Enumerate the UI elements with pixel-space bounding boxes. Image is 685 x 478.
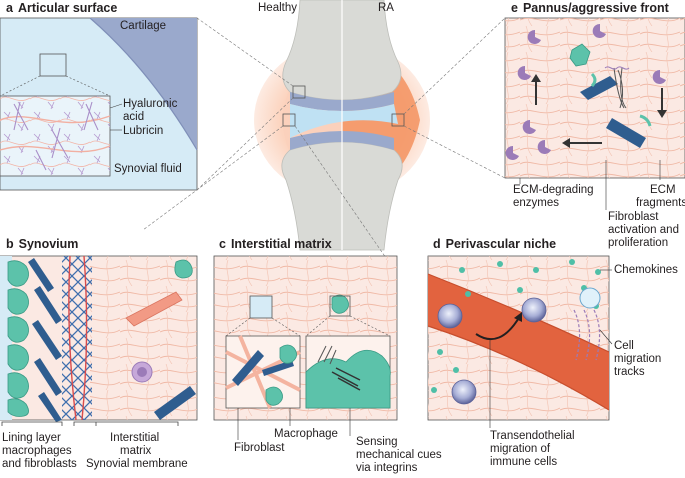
immune-cell	[451, 379, 477, 405]
cell-migration-label-2: migration	[614, 353, 662, 365]
hyaluronic-zoom-box	[39, 53, 67, 77]
synovial-membrane-label: Synovial membrane	[86, 458, 188, 470]
fibroblast-activation-label-1: Fibroblast	[608, 211, 659, 223]
fibroblast-activation-label-2: activation and	[608, 224, 679, 236]
ecm-fragments-label-2: fragments	[636, 197, 685, 209]
transendothelial-label-2: migration of	[490, 443, 551, 455]
transendothelial-label-1: Transendothelial	[490, 430, 575, 442]
fibroblast-activation-label-3: proliferation	[608, 237, 669, 249]
macrophage-label: Macrophage	[274, 428, 338, 440]
sensing-label-2: mechanical cues	[356, 449, 442, 461]
panel-a	[0, 17, 198, 191]
healthy-label: Healthy	[258, 2, 297, 14]
transendothelial-label-3: immune cells	[490, 456, 558, 468]
hyaluronic-label: Hyaluronic	[123, 98, 178, 110]
ecm-degrading-label-2: enzymes	[513, 197, 560, 209]
panel-d	[427, 255, 613, 428]
panel-c	[213, 255, 398, 440]
cell-migration-label-1: Cell	[614, 340, 634, 352]
lining-macrophages	[7, 260, 29, 417]
cell-migration-label-3: tracks	[614, 366, 645, 378]
ecm-degrading-label-1: ECM-degrading	[513, 184, 594, 196]
interstitial-label-2: matrix	[120, 445, 152, 457]
ecm-degrading-enzymes	[505, 23, 666, 160]
sensing-label-3: via integrins	[356, 462, 418, 474]
panel-e	[504, 17, 685, 210]
immune-cell	[521, 297, 547, 323]
synovial-fluid	[290, 104, 398, 138]
ecm-fragments-label-1: ECM	[650, 184, 676, 196]
immune-cell	[437, 303, 463, 329]
fibroblast-label: Fibroblast	[234, 442, 285, 454]
synovial-fluid-label: Synovial fluid	[114, 163, 182, 175]
lubricin-label: Lubricin	[123, 125, 164, 137]
sensing-label-1: Sensing	[356, 436, 398, 448]
lining-label-3: and fibroblasts	[2, 458, 77, 470]
panel-b	[0, 255, 198, 426]
interstitial-label-1: Interstitial	[110, 432, 160, 444]
lining-label-2: macrophages	[2, 445, 72, 457]
cartilage-label: Cartilage	[120, 20, 167, 32]
chemokines-label: Chemokines	[614, 264, 678, 276]
immune-cell	[579, 287, 601, 309]
cartilage-region	[90, 18, 197, 150]
ra-label: RA	[378, 2, 394, 14]
acid-label: acid	[123, 111, 145, 123]
lining-fibroblasts	[28, 258, 62, 422]
blood-vessel	[428, 274, 609, 410]
lining-label-1: Lining layer	[2, 432, 61, 444]
joint-illustration	[142, 0, 506, 259]
